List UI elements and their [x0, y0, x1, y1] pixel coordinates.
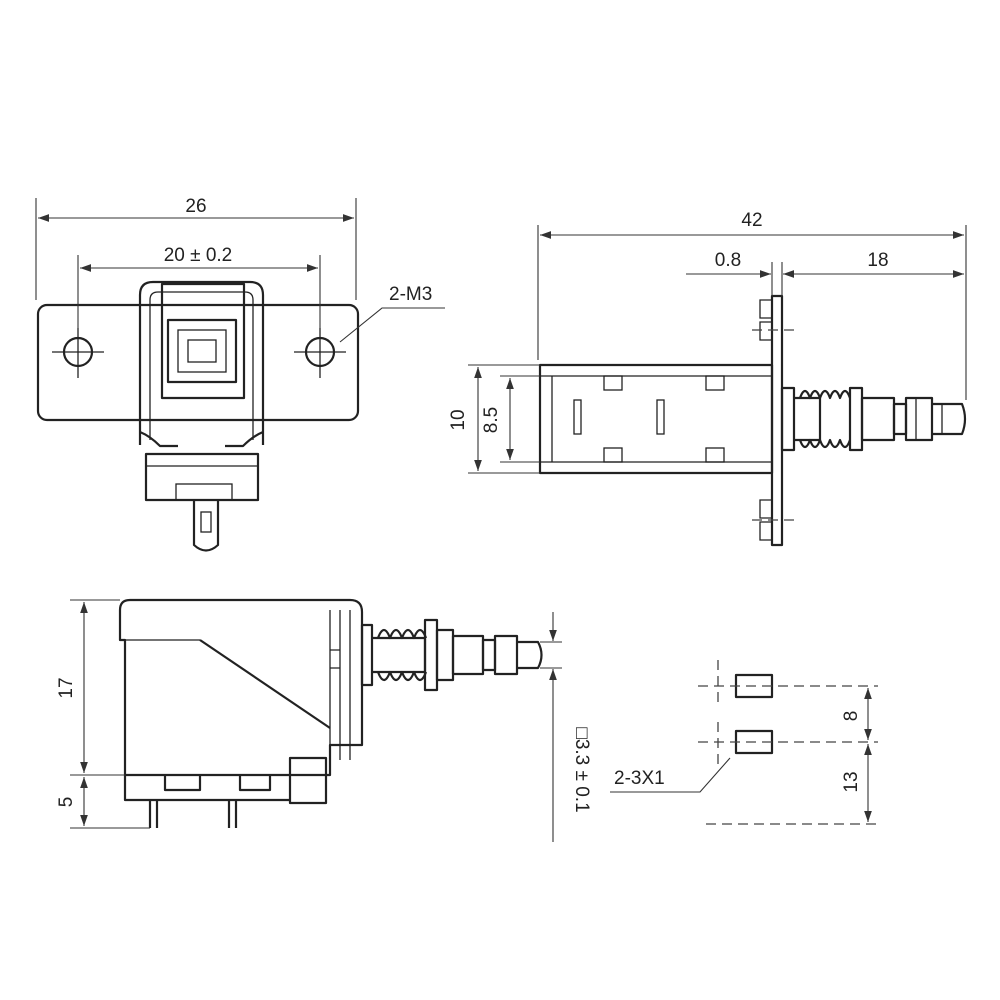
- side-view: 17 5 □3.3 ± 0.1: [56, 598, 592, 842]
- pcb-layout: 8 13 2-3X1: [610, 660, 878, 825]
- spring-housing: [794, 396, 822, 442]
- base: [144, 452, 260, 502]
- label-overall-width: 26: [185, 196, 206, 217]
- side-housing: [118, 598, 364, 777]
- label-side-height: 17: [56, 677, 77, 698]
- plunger-tip: [932, 402, 967, 436]
- label-plunger-square: □3.3 ± 0.1: [571, 727, 592, 812]
- plunger-square: [166, 318, 238, 384]
- slant-edge: [199, 639, 331, 729]
- label-plunger-length: 18: [867, 250, 888, 271]
- mounting-plate: [36, 303, 360, 422]
- label-flange-thickness: 0.8: [715, 250, 741, 271]
- plunger-face: [160, 282, 246, 400]
- spring-top: [798, 389, 852, 400]
- label-pin-holes: 2-3X1: [614, 768, 665, 789]
- side-terminal-block: [288, 756, 328, 805]
- spring-bottom: [798, 438, 852, 449]
- label-overall-length: 42: [741, 210, 762, 231]
- flange: [770, 294, 784, 547]
- label-pin-length: 5: [56, 797, 77, 808]
- terminal: [192, 500, 220, 552]
- top-view: 42 0.8 18 10 8.5: [448, 210, 967, 547]
- bracket: [138, 280, 265, 445]
- label-body-height: 10: [448, 409, 469, 430]
- label-mounting-holes: 2-M3: [389, 284, 432, 305]
- label-body-inner-height: 8.5: [481, 407, 502, 433]
- plunger-shaft: [860, 396, 896, 442]
- side-plunger-tip: [517, 640, 543, 670]
- switch-body: [538, 363, 774, 475]
- label-pin-offset: 13: [841, 771, 862, 792]
- label-hole-spacing: 20 ± 0.2: [164, 245, 233, 266]
- front-view: 26 20 ± 0.2 2-M3: [35, 196, 445, 552]
- label-pin-spacing: 8: [841, 711, 862, 722]
- leader-pin-holes: [610, 757, 731, 793]
- leader-mounting-holes: [339, 307, 445, 343]
- side-plunger-shaft: [451, 634, 485, 676]
